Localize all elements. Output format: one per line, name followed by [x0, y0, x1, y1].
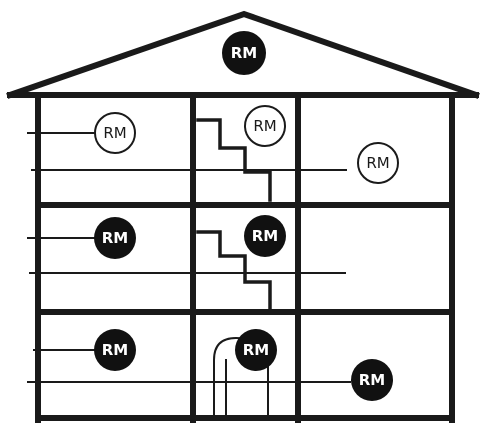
svg-text:RM: RM [253, 117, 276, 135]
rm-node-roof: RM [222, 31, 266, 75]
rm-node-floor2-left: RM [94, 217, 136, 259]
svg-text:RM: RM [102, 229, 128, 247]
svg-text:RM: RM [231, 44, 257, 62]
rm-node-floor1-stair: RM [235, 329, 277, 371]
svg-text:RM: RM [366, 154, 389, 172]
rm-node-floor3-right: RM [357, 142, 399, 184]
roof-outline [6, 10, 480, 99]
staircase-floor3 [196, 118, 272, 202]
staircase-floor2 [196, 230, 272, 312]
svg-text:RM: RM [103, 124, 126, 142]
svg-text:RM: RM [252, 227, 278, 245]
svg-text:RM: RM [102, 341, 128, 359]
rm-node-floor3-stair: RM [244, 105, 286, 147]
svg-text:RM: RM [359, 371, 385, 389]
rm-node-floor1-left: RM [94, 329, 136, 371]
svg-text:RM: RM [243, 341, 269, 359]
rm-node-floor2-stair: RM [244, 215, 286, 257]
rm-node-floor3-left: RM [94, 112, 136, 154]
rm-node-floor1-right: RM [351, 359, 393, 401]
